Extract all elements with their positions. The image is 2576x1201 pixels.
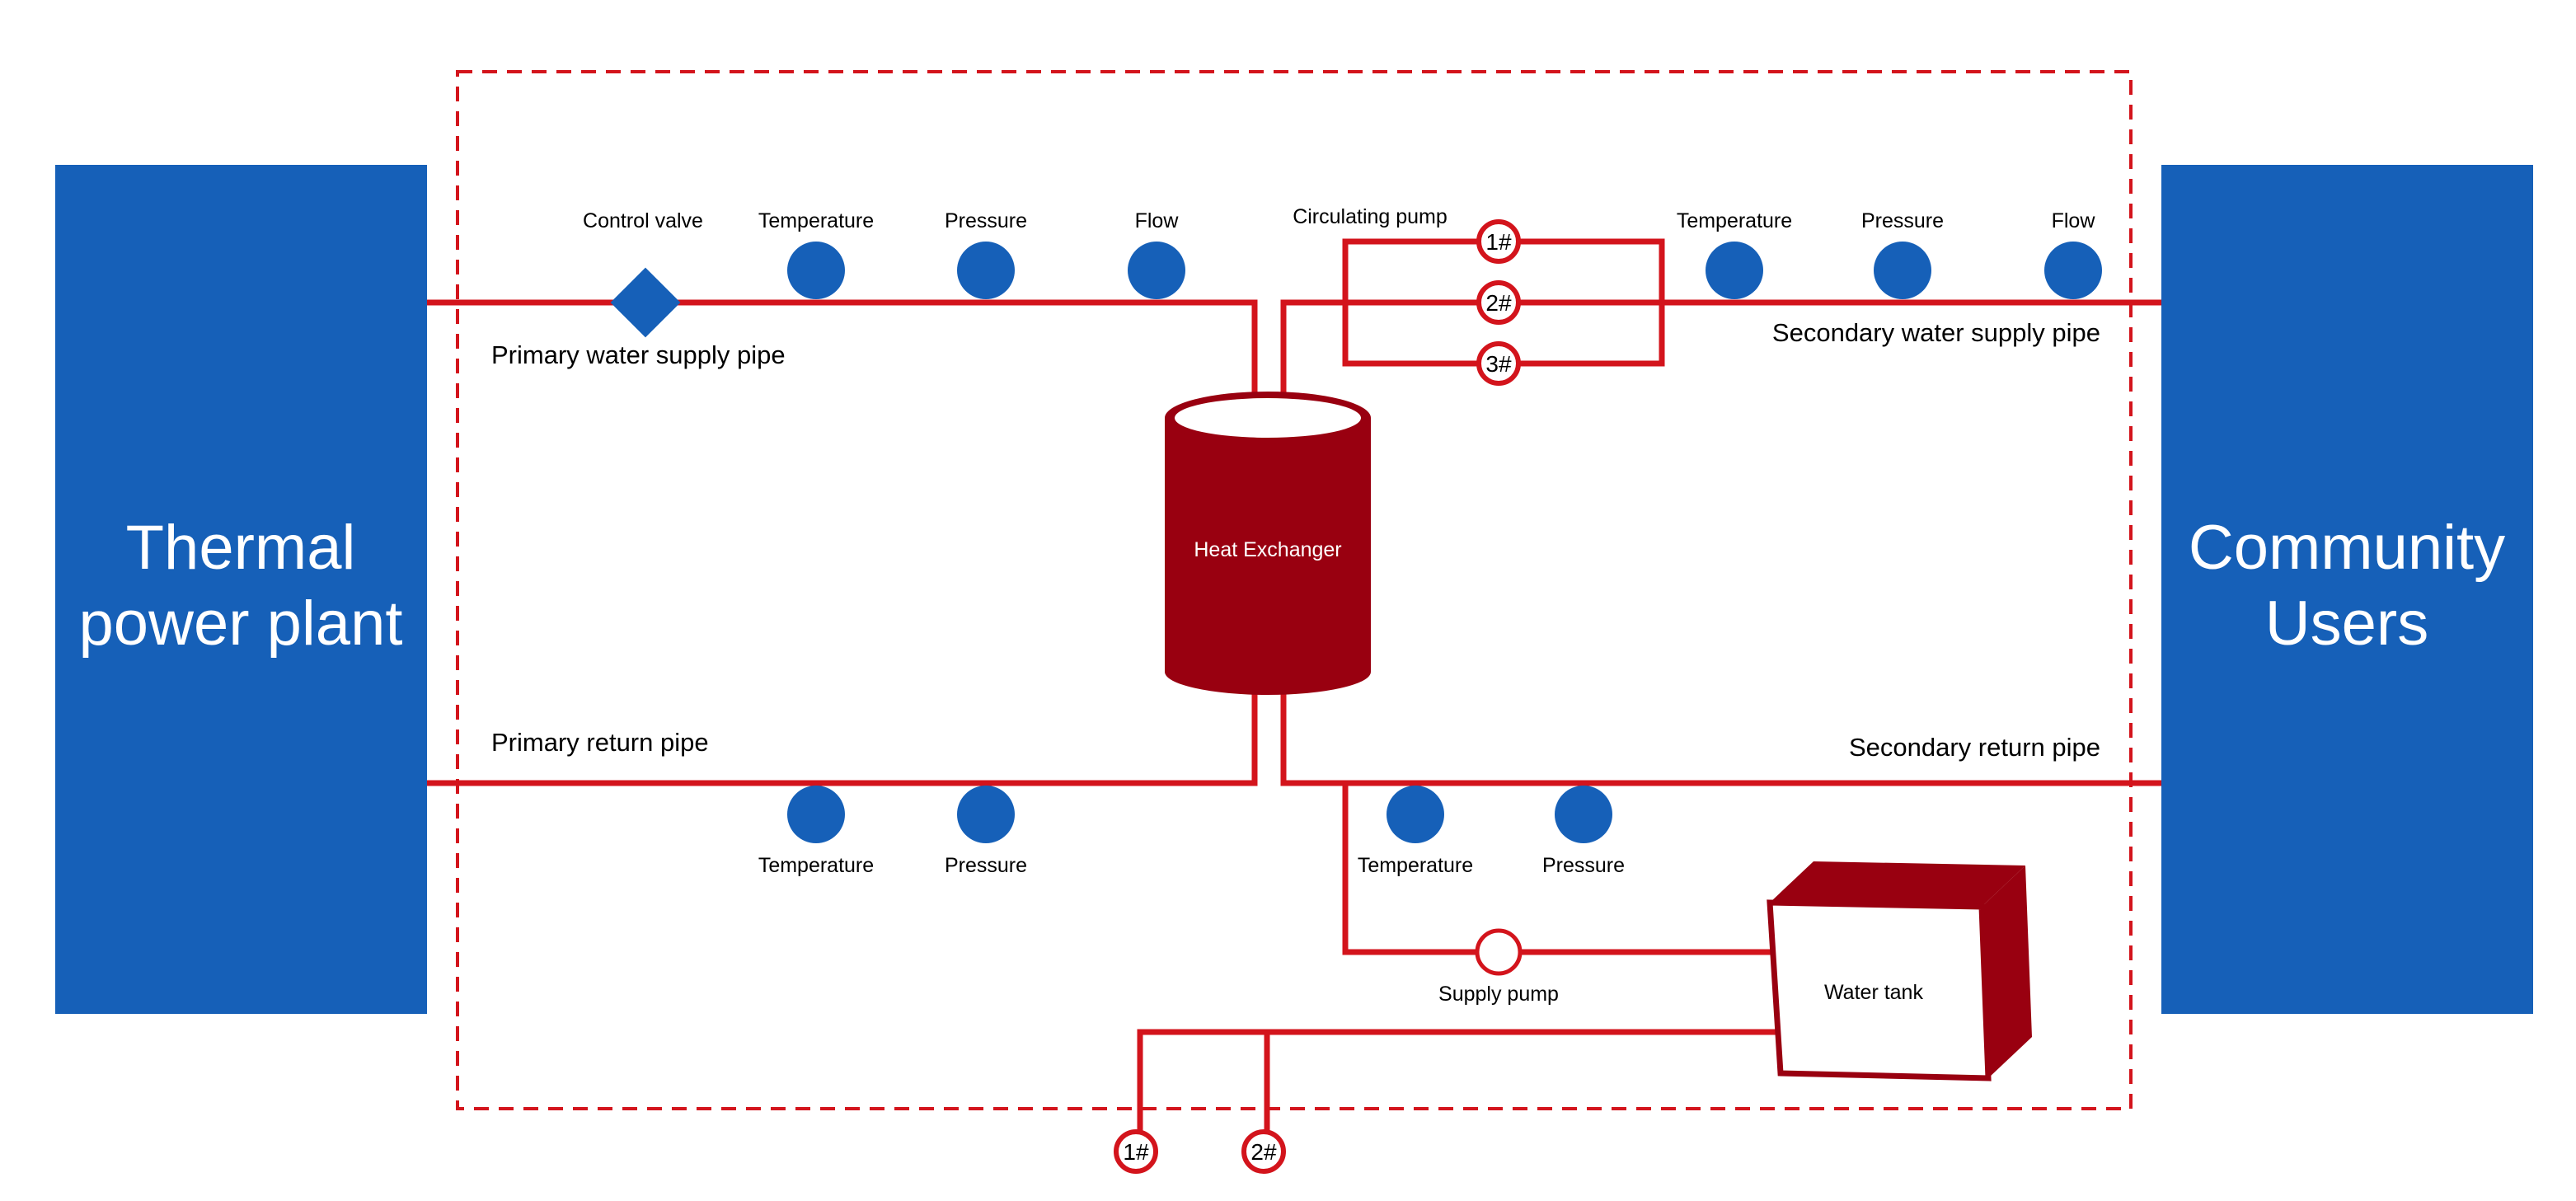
plant-label-line2: power plant [79,589,403,659]
secondary-supply-pipe [1280,299,2161,397]
community-users-block: Community Users [2161,165,2533,1014]
water-tank: Water tank [1767,861,2032,1081]
secondary-return-pressure-label: Pressure [1542,854,1625,877]
primary-supply-temperature-label: Temperature [758,209,874,232]
circulating-pump-2-label: 2# [1485,290,1512,316]
secondary-return-temperature-label: Temperature [1358,854,1473,877]
primary-return-pressure-label: Pressure [945,854,1027,877]
water-tank-front [1767,899,1992,1081]
makeup-outlet-2[interactable]: 2# [1241,1129,1286,1174]
primary-supply-flow-label: Flow [1135,209,1180,232]
secondary-return-pipe-label: Secondary return pipe [1849,733,2100,762]
secondary-supply-pipe-label: Secondary water supply pipe [1772,318,2100,347]
makeup-supply-line [1342,783,1779,955]
makeup-outlet-2-label: 2# [1250,1139,1277,1165]
secondary-return-pressure-sensor[interactable] [1555,786,1612,843]
secondary-supply-temperature-sensor[interactable] [1706,242,1763,299]
circulating-pump-1-label: 1# [1485,229,1512,255]
primary-return-pipe [427,692,1258,786]
secondary-return-temperature-sensor[interactable] [1387,786,1444,843]
circulating-pump-manifold [1342,238,1665,367]
primary-supply-instruments: Control valve Temperature Pressure Flow [583,209,1185,338]
heat-exchanger-label: Heat Exchanger [1194,538,1341,561]
primary-return-pressure-sensor[interactable] [957,786,1015,843]
primary-supply-pipe-label: Primary water supply pipe [491,340,786,369]
secondary-supply-pressure-sensor[interactable] [1874,242,1931,299]
primary-supply-temperature-sensor[interactable] [787,242,845,299]
primary-return-pipe-label: Primary return pipe [491,728,709,757]
plant-label-line1: Thermal [126,513,356,583]
secondary-supply-pressure-label: Pressure [1861,209,1944,232]
water-tank-label: Water tank [1824,981,1923,1004]
circulating-pump-2[interactable]: 2# [1476,280,1521,325]
users-label-line2: Users [2265,589,2428,659]
makeup-outlet-1[interactable]: 1# [1114,1129,1158,1174]
secondary-return-instruments: Temperature Pressure [1358,786,1625,877]
circulating-pump-3[interactable]: 3# [1476,341,1521,386]
primary-supply-pressure-label: Pressure [945,209,1027,232]
primary-return-instruments: Temperature Pressure [758,786,1027,877]
heat-exchanger-top [1175,398,1361,438]
primary-return-temperature-sensor[interactable] [787,786,845,843]
primary-return-temperature-label: Temperature [758,854,874,877]
secondary-return-pipe [1280,692,2161,786]
circulating-pump-1[interactable]: 1# [1476,219,1521,264]
control-valve-label: Control valve [583,209,703,232]
water-tank-side [1982,866,2032,1078]
heat-exchanger-body [1165,418,1371,695]
primary-supply-flow-sensor[interactable] [1128,242,1185,299]
secondary-supply-temperature-label: Temperature [1677,209,1792,232]
circulating-pump-label: Circulating pump [1293,205,1448,228]
makeup-return-line [1137,1029,1779,1131]
primary-supply-pipe [427,299,1258,397]
water-tank-top [1770,861,2025,907]
users-label-line1: Community [2189,513,2505,583]
supply-pump-label: Supply pump [1438,983,1559,1006]
circulating-pump-3-label: 3# [1485,351,1512,377]
primary-supply-pressure-sensor[interactable] [957,242,1015,299]
station-boundary [456,70,2133,1110]
thermal-power-plant-block: Thermal power plant [55,165,427,1014]
supply-pump[interactable] [1475,928,1523,976]
secondary-supply-instruments: Temperature Pressure Flow [1677,209,2102,299]
makeup-outlet-1-label: 1# [1123,1139,1149,1165]
control-valve-icon[interactable] [610,267,681,338]
heat-exchanger: Heat Exchanger [1165,392,1371,695]
secondary-supply-flow-sensor[interactable] [2044,242,2102,299]
secondary-supply-flow-label: Flow [2052,209,2096,232]
